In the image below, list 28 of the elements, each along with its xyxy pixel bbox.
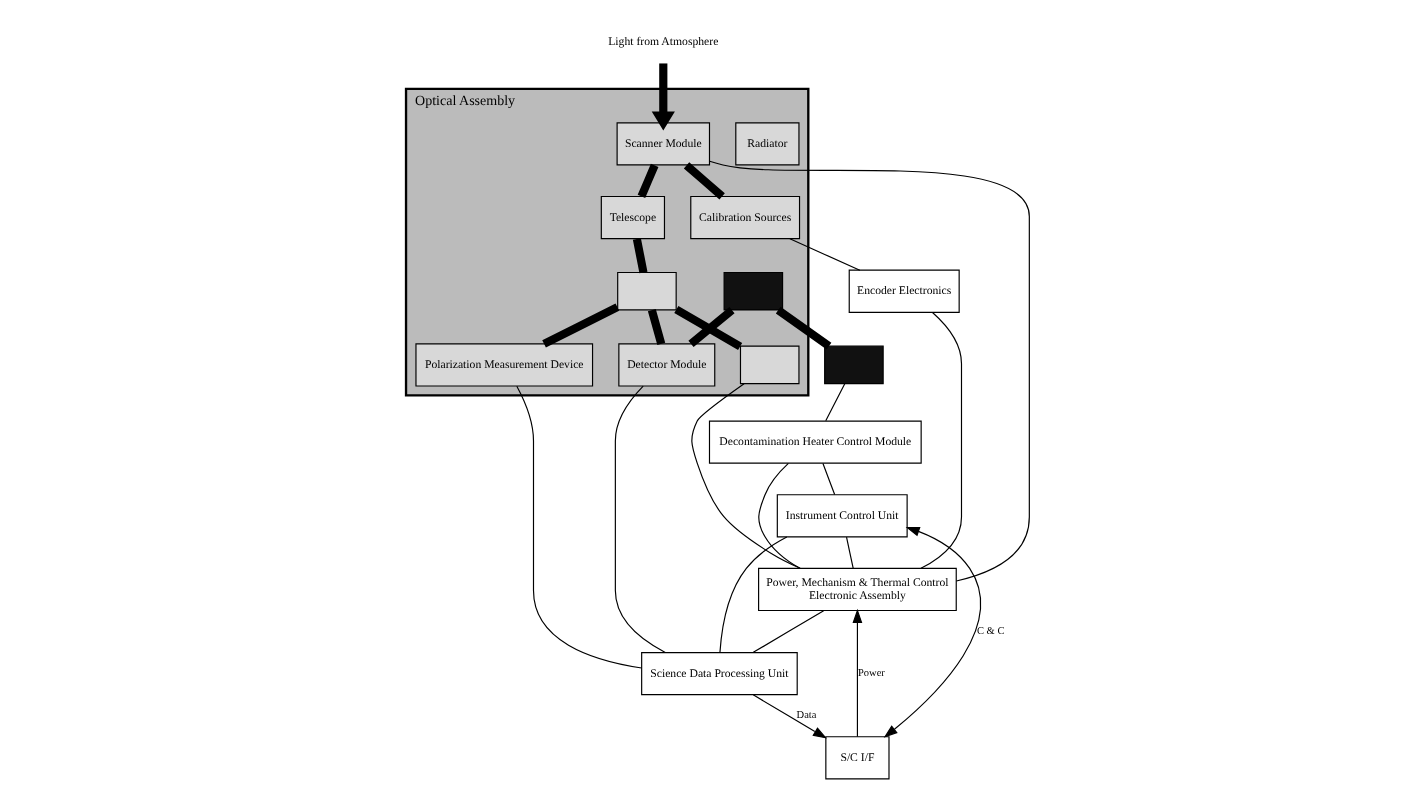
connector <box>920 311 963 569</box>
connector <box>775 306 832 350</box>
connector <box>822 462 836 496</box>
node-box <box>617 271 677 311</box>
connector <box>516 385 643 669</box>
connector <box>709 160 1030 582</box>
connector <box>758 462 801 569</box>
connector <box>614 385 666 654</box>
connector <box>674 305 743 351</box>
connector <box>542 303 620 348</box>
arrow <box>852 608 863 738</box>
connector <box>752 610 825 653</box>
connector <box>632 238 648 274</box>
arrow <box>752 694 827 739</box>
connector <box>647 308 666 345</box>
arrow <box>651 63 675 131</box>
connector <box>683 162 725 200</box>
connector <box>789 238 861 271</box>
connector <box>825 383 846 422</box>
arrow <box>883 526 981 738</box>
connector <box>688 306 735 347</box>
node-box <box>739 345 800 385</box>
connector <box>719 536 788 653</box>
node-box <box>824 345 884 385</box>
node-box <box>723 271 784 311</box>
connector <box>691 383 801 569</box>
connector <box>845 536 854 569</box>
connector <box>637 163 659 198</box>
